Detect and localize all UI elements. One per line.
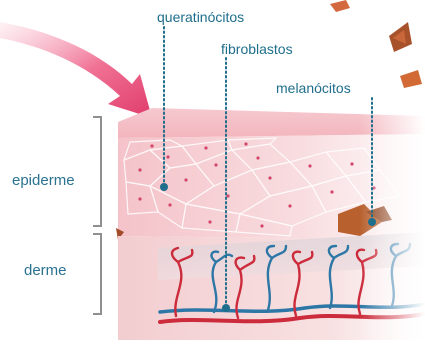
keratinocytes-dot xyxy=(160,183,168,191)
epidermis-bracket xyxy=(93,117,101,226)
right-fade xyxy=(360,100,425,352)
label-melanocytes: melanócitos xyxy=(276,80,351,96)
label-keratinocytes: queratinócitos xyxy=(157,9,244,25)
label-epidermis: epiderme xyxy=(12,173,75,189)
dermis-bracket xyxy=(93,234,101,314)
label-dermis: derme xyxy=(24,263,67,279)
melanocytes-dot xyxy=(368,218,376,226)
fibroblasts-dot xyxy=(222,304,230,312)
incoming-arrow xyxy=(0,22,152,118)
melanin-fragments xyxy=(330,0,422,88)
label-fibroblasts: fibroblastos xyxy=(221,41,293,57)
